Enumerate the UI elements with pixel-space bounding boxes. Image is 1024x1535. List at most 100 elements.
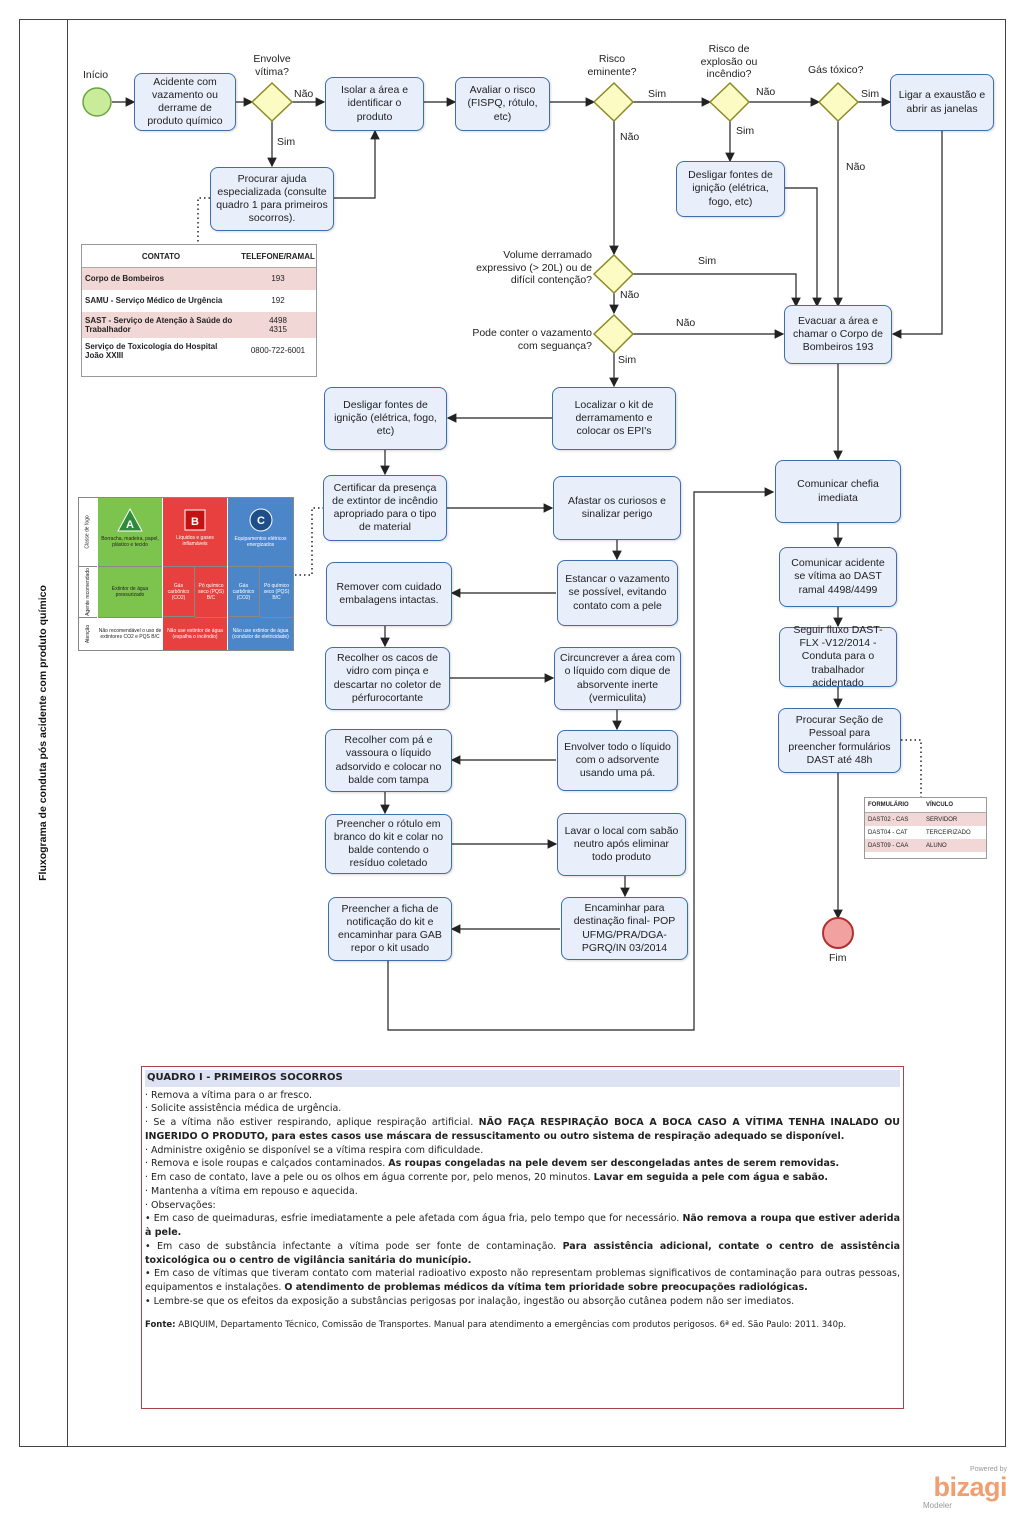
class-agent: Gás carbônico (CO2) — [228, 567, 260, 617]
flow-label-yes: Sim — [277, 136, 296, 148]
gateway-envolve-vitima — [250, 81, 294, 123]
class-c-circle-icon: C — [249, 508, 272, 532]
task-recolher-liquido: Recolher com pá e vassoura o líquido ads… — [325, 729, 452, 792]
contact-name: Serviço de Toxicologia do Hospital João … — [85, 341, 218, 360]
flow-label-yes: Sim — [736, 125, 755, 137]
class-warning: Não use extintor de água (condutor de el… — [232, 628, 289, 640]
gateway-gas-toxico — [817, 81, 860, 123]
task-encaminhar-destinacao: Encaminhar para destinação final- POP UF… — [561, 897, 688, 960]
contact-phone: 4498 4315 — [240, 311, 316, 338]
task-comunicar-chefia: Comunicar chefia imediata — [775, 460, 901, 523]
first-aid-title: QUADRO I - PRIMEIROS SOCORROS — [145, 1070, 900, 1087]
first-aid-item: · Se a vítima não estiver respirando, ap… — [145, 1117, 901, 1142]
class-agent: Pó químico seco (PQS) B/C — [260, 567, 293, 618]
first-aid-item: • Em caso de queimaduras, esfrie imediat… — [145, 1213, 900, 1239]
task-preencher-ficha: Preencher a ficha de notificação do kit … — [328, 897, 452, 961]
flow-label-no: Não — [676, 317, 696, 329]
class-agent: Extintor de água pressurizado — [98, 567, 162, 618]
task-comunicar-dast: Comunicar acidente se vítima ao DAST ram… — [779, 547, 897, 607]
flow-label-yes: Sim — [861, 88, 880, 100]
flow-label-yes: Sim — [618, 354, 637, 366]
logo-powered: Powered by — [970, 1466, 1007, 1473]
class-agent: Gás carbônico (CO2) — [163, 567, 195, 617]
svg-text:A: A — [126, 519, 134, 531]
forms-header-link: VÍNCULO — [923, 798, 986, 813]
task-estancar-vazamento: Estancar o vazamento se possível, evitan… — [557, 560, 678, 626]
extinguisher-row-label: Agente recomendado — [85, 568, 91, 616]
contacts-header-phone: TELEFONE/RAMAL — [240, 245, 316, 268]
contacts-table: CONTATO TELEFONE/RAMAL Corpo de Bombeiro… — [81, 244, 317, 377]
task-acidente: Acidente com vazamento ou derrame de pro… — [134, 73, 236, 131]
contact-name: SAST - Serviço de Atenção à Saúde do Tra… — [82, 311, 240, 338]
form-link: SERVIDOR — [923, 812, 986, 826]
first-aid-source: Fonte: ABIQUIM, Departamento Técnico, Co… — [145, 1319, 847, 1330]
svg-text:C: C — [257, 515, 265, 527]
form-link: TERCEIRIZADO — [926, 829, 971, 836]
first-aid-item: · Remova a vítima para o ar fresco. — [145, 1089, 313, 1101]
forms-header-form: FORMULÁRIO — [865, 798, 923, 813]
first-aid-item: · Remova e isole roupas e calçados conta… — [145, 1158, 840, 1170]
extinguisher-class-c: C Equipamentos elétricos energizados Gás… — [228, 498, 293, 650]
logo-brand: bizagi — [933, 1472, 1007, 1502]
first-aid-item: · Em caso de contato, lave a pele ou os … — [145, 1172, 829, 1184]
task-seguir-fluxo: Seguir fluxo DAST-FLX -V12/2014 - Condut… — [779, 624, 897, 689]
contact-phone: 193 — [240, 267, 316, 290]
flow-label-no: Não — [846, 161, 866, 173]
flow-label-yes: Sim — [698, 255, 717, 267]
form-name: DAST02 - CAS — [865, 812, 923, 826]
first-aid-box: QUADRO I - PRIMEIROS SOCORROS · Remova a… — [141, 1066, 904, 1409]
task-recolher-cacos: Recolher os cacos de vidro com pinça e d… — [325, 647, 450, 710]
first-aid-item: • Em caso de substância infectante a vít… — [145, 1240, 900, 1266]
first-aid-item: · Mantenha a vítima em repouso e aquecid… — [145, 1185, 358, 1197]
gateway-risco-eminente — [592, 81, 635, 123]
flow-label-no: Não — [620, 289, 640, 301]
first-aid-item: · Administre oxigênio se disponível se a… — [145, 1144, 484, 1156]
task-preencher-rotulo: Preencher o rótulo em branco do kit e co… — [325, 814, 452, 874]
gateway-label-gas-toxico: Gás tóxico? — [808, 64, 864, 76]
class-desc: Borracha, madeira, papel, plástico e tec… — [101, 536, 159, 548]
gateway-pode-conter — [592, 313, 635, 355]
start-event — [82, 87, 112, 117]
contact-name: Corpo de Bombeiros — [82, 267, 240, 290]
start-event-label: Início — [83, 69, 109, 81]
task-lavar-local: Lavar o local com sabão neutro após elim… — [557, 813, 686, 876]
class-warning: Não use extintor de água (espalha o incê… — [167, 628, 223, 640]
task-envolver-liquido: Envolver todo o líquido com o adsorvente… — [557, 730, 678, 791]
first-aid-item: · Solicite assistência médica de urgênci… — [145, 1103, 342, 1115]
flow-label-no: Não — [756, 86, 776, 98]
class-warning: Não recomendável o uso de extintores CO2… — [98, 618, 162, 650]
task-ligar-exaustao: Ligar a exaustão e abrir as janelas — [890, 74, 994, 131]
bizagi-logo: Powered by bizagi Modeler — [917, 1466, 1008, 1526]
task-certificar-extintor: Certificar da presença de extintor de in… — [323, 475, 447, 541]
contacts-header-contact: CONTATO — [82, 245, 240, 268]
form-link: ALUNO — [923, 839, 986, 852]
end-event — [822, 917, 854, 949]
flow-label-no: Não — [294, 88, 314, 100]
extinguisher-class-b: B Líquidos e gases inflamáveis Gás carbô… — [163, 498, 227, 650]
extinguisher-class-a: A Borracha, madeira, papel, plástico e t… — [98, 498, 162, 650]
first-aid-item: • Em caso de vítimas que tiveram contato… — [145, 1268, 900, 1294]
first-aid-item: · Observações: — [145, 1199, 216, 1211]
flow-label-yes: Sim — [648, 88, 667, 100]
contact-phone: 0800-722-6001 — [250, 346, 306, 355]
task-desligar-ignicao-1: Desligar fontes de ignição (elétrica, fo… — [676, 161, 785, 217]
contact-name: SAMU - Serviço Médico de Urgência — [85, 296, 223, 305]
class-desc: Líquidos e gases inflamáveis — [176, 535, 214, 547]
task-remover-embalagens: Remover com cuidado embalagens intactas. — [326, 562, 452, 626]
gateway-label-risco-explosao: Risco de explosão ou incêndio? — [700, 43, 758, 81]
svg-text:B: B — [191, 516, 199, 528]
gateway-label-envolve-vitima: Envolve vítima? — [253, 53, 291, 78]
class-a-triangle-icon: A — [117, 507, 143, 532]
logo-sub: Modeler — [923, 1501, 952, 1510]
task-procurar-secao-pessoal: Procurar Seção de Pessoal para preencher… — [778, 708, 901, 773]
task-isolar-area: Isolar a área e identificar o produto — [325, 77, 424, 131]
first-aid-items: · Remova a vítima para o ar fresco. · So… — [145, 1089, 900, 1309]
extinguisher-row-label: Classe de fogo — [85, 515, 92, 549]
end-event-label: Fim — [829, 952, 847, 964]
task-circuncrever-area: Circuncrever a área com o líquido com di… — [554, 647, 681, 710]
gateway-label-risco-eminente: Risco eminente? — [587, 53, 637, 78]
task-avaliar-risco: Avaliar o risco (FISPQ, rótulo, etc) — [455, 77, 550, 131]
extinguisher-table: Classe de fogo Agente recomendado Atençã… — [78, 497, 294, 651]
